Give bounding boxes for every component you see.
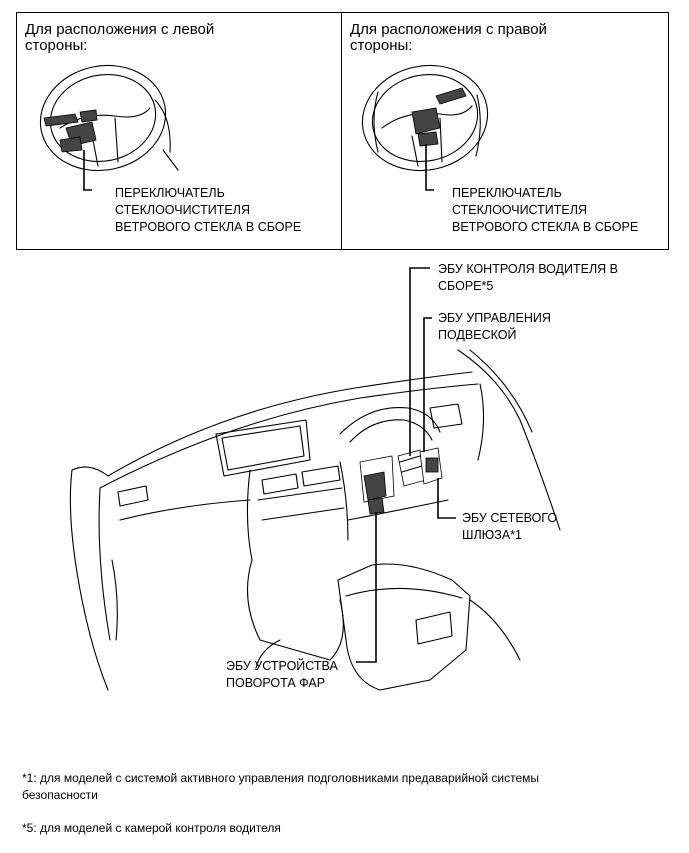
footnote-5: *5: для моделей с камерой контроля водит… (22, 821, 281, 835)
ecu-components (359, 447, 443, 515)
headlight-swivel-ecu-label: ЭБУ УСТРОЙСТВА ПОВОРОТА ФАР (226, 659, 338, 690)
left-hand-drive-panel: Для расположения с левой стороны: (16, 12, 342, 250)
right-panel-title: Для расположения с правой стороны: (350, 21, 547, 54)
right-hand-drive-panel: Для расположения с правой стороны: (341, 12, 669, 250)
gateway-ecu-label: ЭБУ СЕТЕВОГО ШЛЮЗА*1 (462, 511, 558, 542)
leader-lines (356, 267, 456, 663)
dashboard-outline (69, 349, 561, 691)
right-wiper-switch (411, 87, 467, 147)
driver-monitor-ecu-label: ЭБУ КОНТРОЛЯ ВОДИТЕЛЯ В СБОРЕ*5 (438, 262, 619, 293)
footnote-1: *1: для моделей с системой активного упр… (22, 771, 539, 802)
right-steering-wheel (361, 64, 489, 172)
left-steering-wheel (39, 64, 179, 172)
left-wiper-switch-label: ПЕРЕКЛЮЧАТЕЛЬ СТЕКЛООЧИСТИТЕЛЯ ВЕТРОВОГО… (115, 186, 302, 234)
suspension-ecu-label: ЭБУ УПРАВЛЕНИЯ ПОДВЕСКОЙ (438, 311, 551, 342)
left-panel-title: Для расположения с левой стороны: (25, 21, 215, 54)
right-wiper-switch-label: ПЕРЕКЛЮЧАТЕЛЬ СТЕКЛООЧИСТИТЕЛЯ ВЕТРОВОГО… (452, 186, 639, 234)
left-wiper-switch (43, 109, 98, 153)
